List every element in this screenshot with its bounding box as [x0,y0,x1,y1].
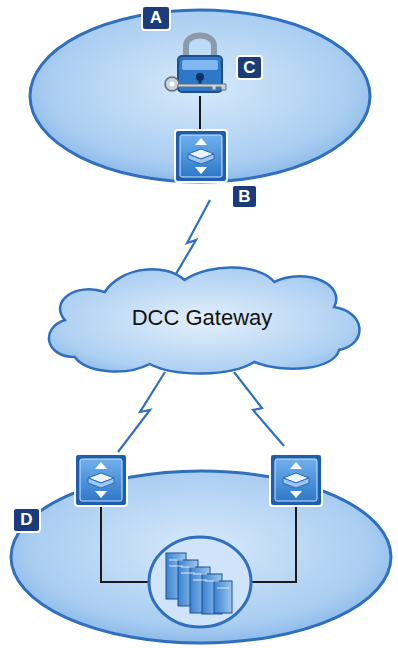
callout-letter: B [231,184,258,209]
callout-letter: D [12,507,41,533]
gateway-name: DCC Gateway [132,305,273,331]
callout-letter: C [236,55,263,80]
callout-letter: A [141,5,171,31]
gateway-cloud: DCC Gateway [35,262,369,374]
